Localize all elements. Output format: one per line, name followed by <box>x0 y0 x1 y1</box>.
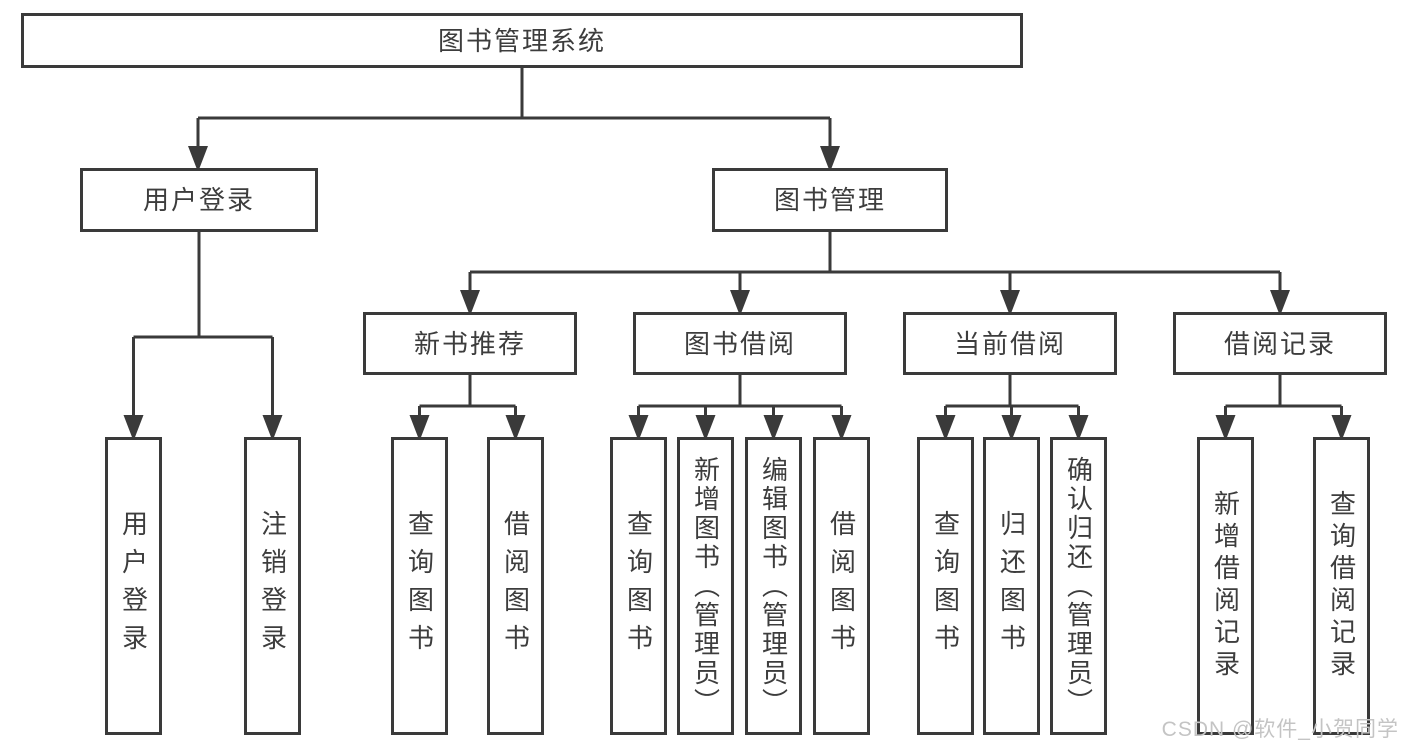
node-current-borrow: 当前借阅 <box>903 312 1117 375</box>
node-new-book-recommend: 新书推荐 <box>363 312 577 375</box>
connector-book-management-to-level3 <box>468 232 1282 296</box>
leaf-user-login: 用户登录 <box>105 437 162 735</box>
watermark: CSDN @软件_小贺同学 <box>1161 718 1399 741</box>
leaf-add-borrow-record: 新增借阅记录 <box>1197 437 1254 735</box>
leaf-confirm-return-admin: 确认归还（管理员） <box>1050 437 1107 735</box>
connector-records-subtree <box>1224 375 1343 420</box>
node-book-management: 图书管理 <box>712 168 948 232</box>
connector-current-borrow-subtree <box>944 375 1080 420</box>
node-book-borrow: 图书借阅 <box>633 312 847 375</box>
leaf-query-books: 查询图书 <box>917 437 974 735</box>
connector-user-login-subtree <box>132 232 274 420</box>
leaf-edit-books-admin: 编辑图书（管理员） <box>745 437 802 735</box>
leaf-logout: 注销登录 <box>244 437 301 735</box>
connector-root-to-level2 <box>196 68 832 152</box>
node-borrow-records: 借阅记录 <box>1173 312 1387 375</box>
leaf-add-books-admin: 新增图书（管理员） <box>677 437 734 735</box>
node-user-login: 用户登录 <box>80 168 318 232</box>
leaf-borrow-books: 借阅图书 <box>487 437 544 735</box>
leaf-query-books: 查询图书 <box>391 437 448 735</box>
leaf-return-books: 归还图书 <box>983 437 1040 735</box>
leaf-query-books: 查询图书 <box>610 437 667 735</box>
leaf-query-borrow-record: 查询借阅记录 <box>1313 437 1370 735</box>
leaf-borrow-books: 借阅图书 <box>813 437 870 735</box>
node-library-management-system: 图书管理系统 <box>21 13 1023 68</box>
connector-borrow-subtree <box>637 375 843 420</box>
connector-recommend-subtree <box>418 375 517 420</box>
